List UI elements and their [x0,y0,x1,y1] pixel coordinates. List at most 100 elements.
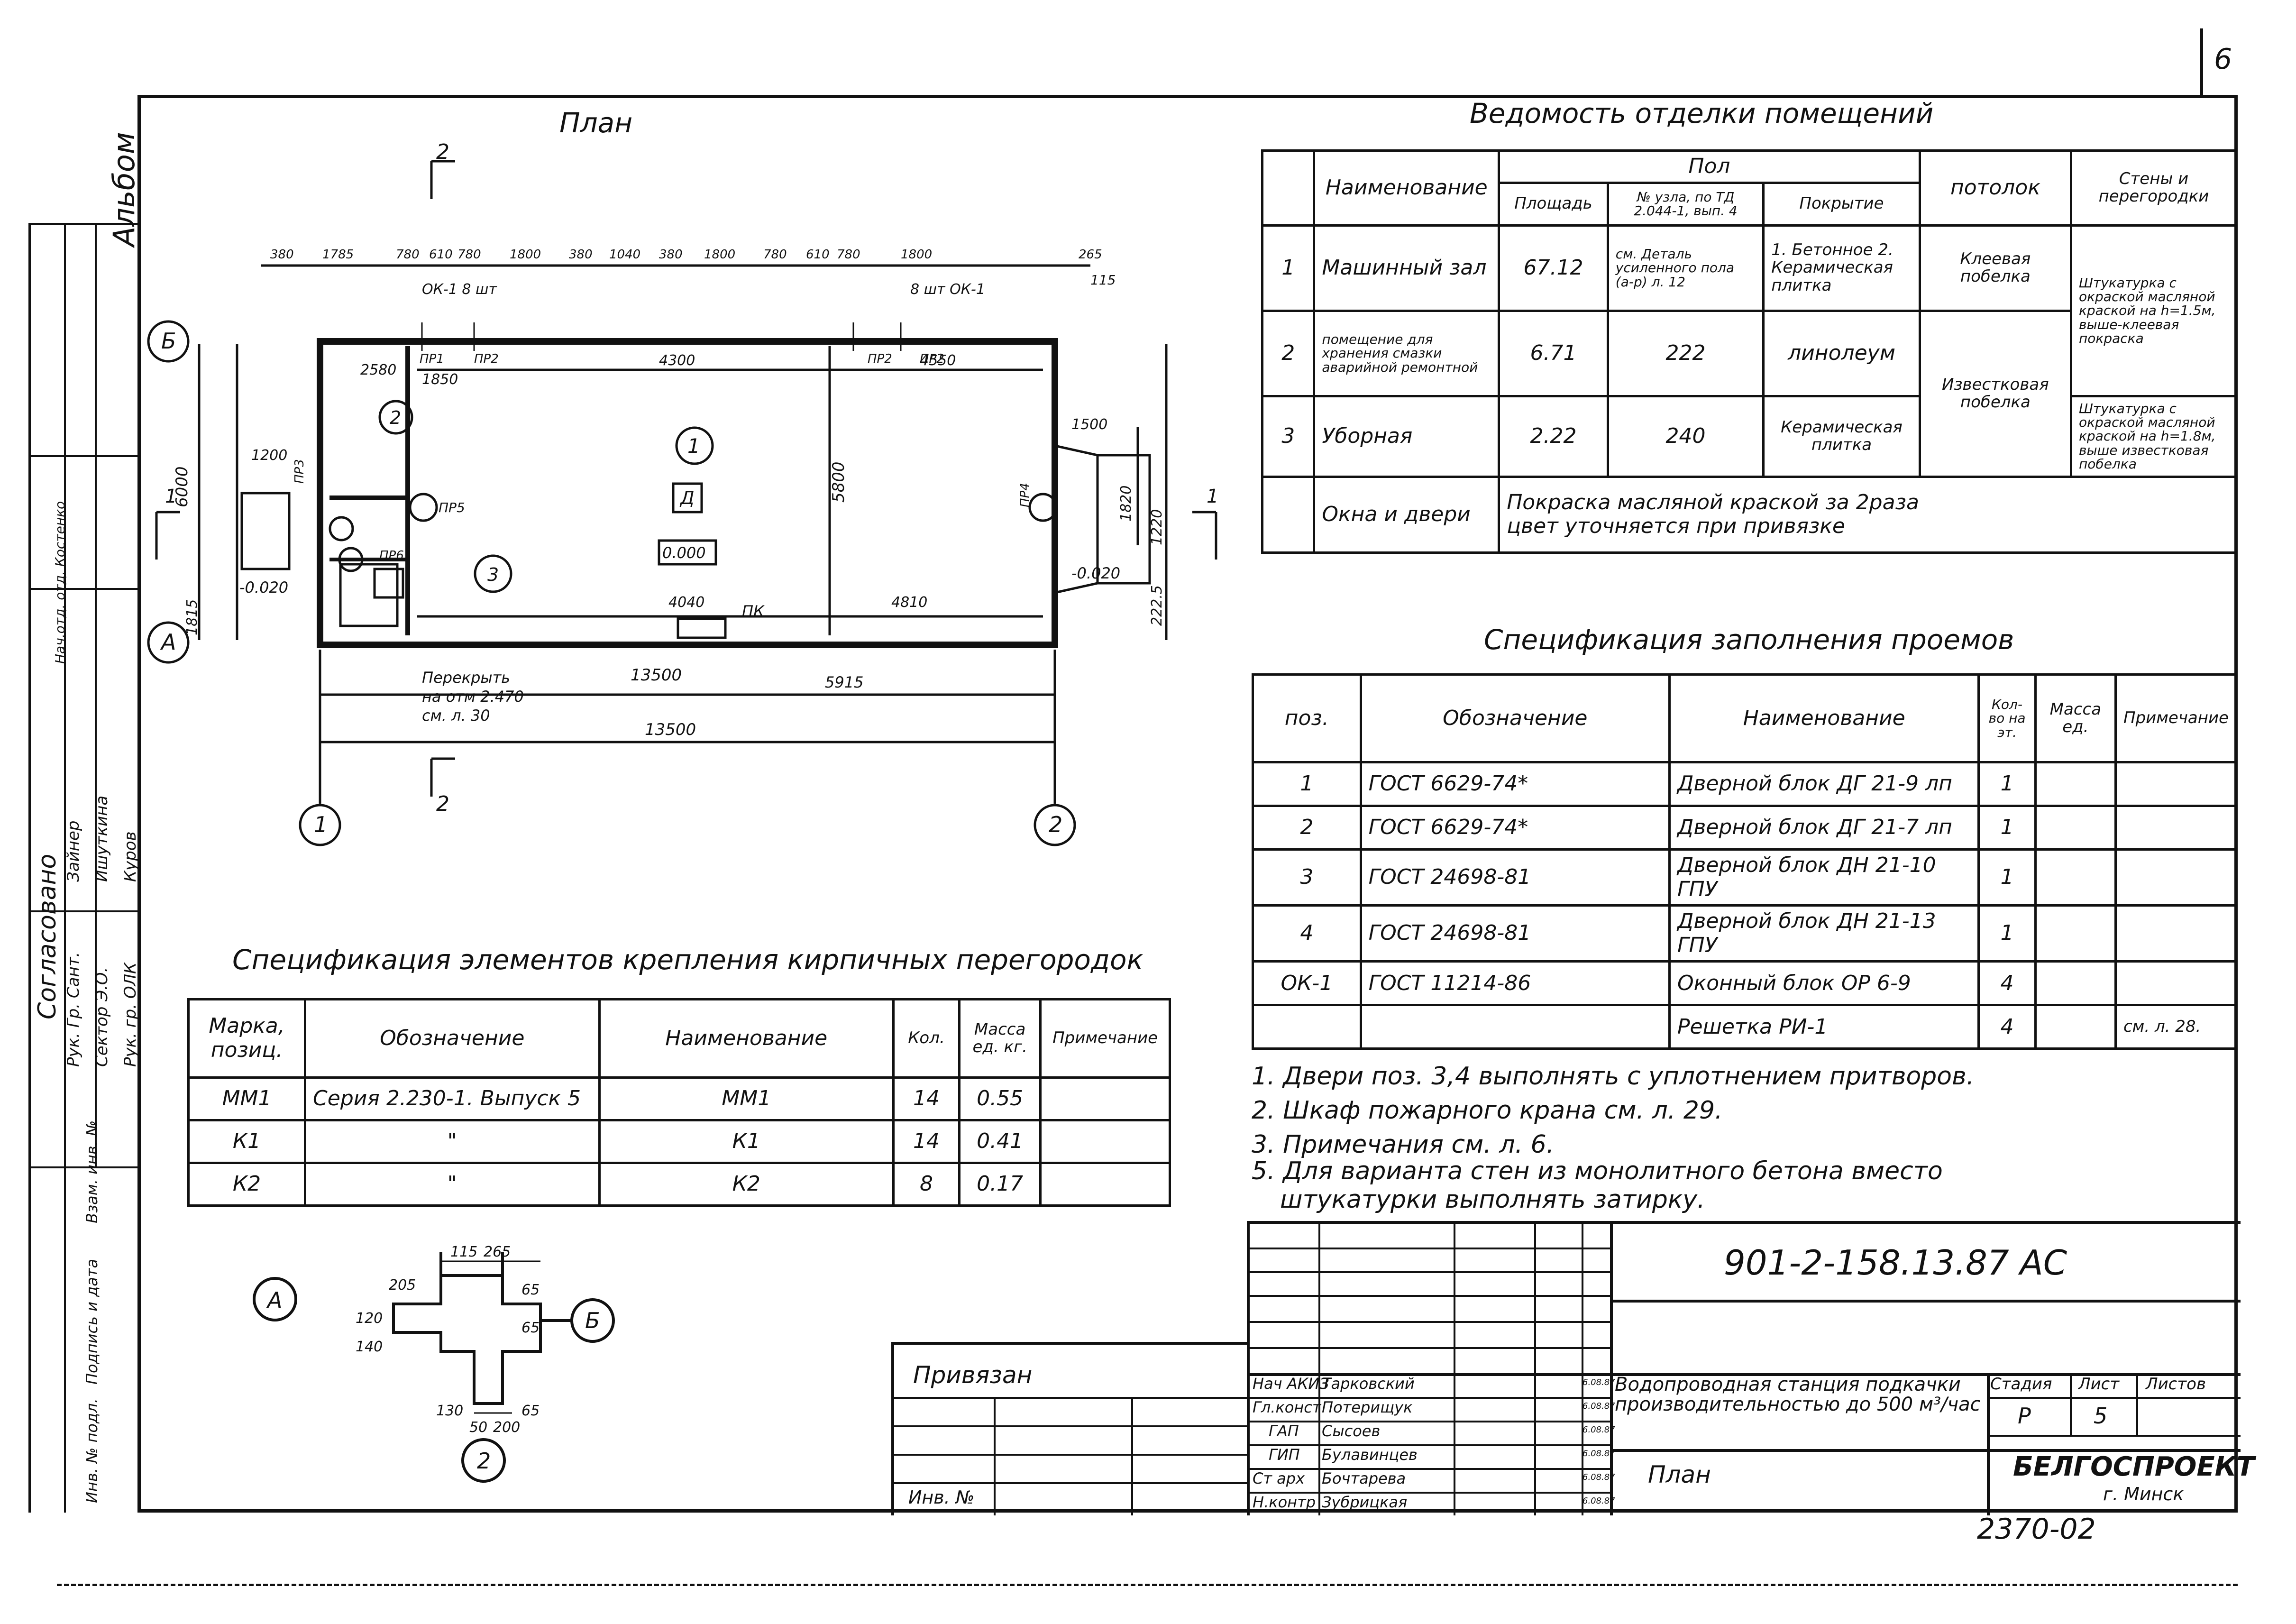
note-1: 1. Двери поз. 3,4 выполнять с уплотнение… [1252,1062,1975,1091]
side-name-3: Куров [121,831,140,882]
finish-row: 3 Уборная 2.22 240 Керамическая плитка Ш… [1261,395,2238,478]
side-name-1: Зайнер [64,820,83,882]
partition-table-title: Спецификация элементов крепления кирпичн… [232,944,1143,976]
open-h-designation: Обозначение [1359,673,1671,763]
stamp-name-5: Зубрицкая [1322,1493,1408,1511]
stamp-date-5: 6.08.87 [1583,1496,1615,1506]
privyazan-label: Привязан [913,1361,1033,1389]
stamp-stage: Р [2018,1403,2031,1429]
side-name-2: Ишуткина [92,795,111,882]
part-h-qty: Кол. [892,998,961,1079]
dim-4300: 4300 [659,352,695,369]
perekryt-3: см. л. 30 [422,706,490,725]
stamp-sheet-name: План [1648,1461,1711,1488]
dim-5800: 5800 [829,461,848,503]
dim-1200: 1200 [251,447,287,464]
dim-1820: 1820 [1118,486,1134,522]
dim-115: 115 [1090,272,1116,288]
open-h-note: Примечание [2114,673,2238,763]
stamp-name-0: Тарковский [1322,1375,1415,1393]
dim-2225: 222.5 [1149,585,1165,626]
node-label-2: 2 [477,1448,491,1474]
node-label-a: А [266,1287,282,1313]
dim-4810: 4810 [891,594,927,611]
partition-table: Марка, позиц. Обозначение Наименование К… [187,998,1171,1207]
drawing-number: 2370-02 [1977,1513,2096,1546]
part-h-name: Наименование [598,998,895,1079]
room-2-number: 2 [390,407,401,428]
svg-text:65: 65 [521,1282,540,1298]
stamp-city: г. Минск [2103,1484,2184,1505]
dim-1500: 1500 [1071,416,1107,433]
dim-1815: 1815 [184,599,201,635]
stamp-name-3: Булавинцев [1322,1446,1418,1464]
stamp-role-3: ГИП [1269,1446,1300,1464]
plan-section-top: 2 [436,142,449,164]
finish-h-name: Наименование [1313,149,1500,227]
finish-h-cover: Покрытие [1762,181,1921,227]
finish-row: 1 Машинный зал 67.12 см. Деталь усиленно… [1261,224,2238,397]
stamp-role-1: Гл.конст [1253,1398,1321,1416]
stamp-name-4: Бочтарева [1322,1469,1406,1487]
room-1-number: 1 [687,434,700,458]
dim-top-3: 610 [429,248,453,262]
svg-text:50: 50 [469,1419,487,1436]
note-2: 2. Шкаф пожарного крана см. л. 29. [1252,1096,1723,1125]
level-zero: 0.000 [662,544,706,562]
stamp-role-0: Нач АКИЗ [1253,1375,1329,1393]
side-soglasovano: Согласовано [33,853,62,1019]
node-label-b: Б [585,1308,600,1333]
axis-2-label: 2 [1049,812,1062,837]
finish-h-walls: Стены и перегородки [2069,149,2238,227]
finish-h-floor: Пол [1498,149,1921,184]
node-detail: А Б 2 115 265 65 65 205 130 50 200 140 1… [253,1244,615,1483]
part-h-mark: Марка, позиц. [187,998,307,1079]
plan-section-bottom: 2 [436,792,449,816]
axis-a-label: А [160,629,176,655]
dim-top-7: 1040 [609,248,640,262]
side-stamp-col-2 [62,223,97,1166]
axis-1-label: 1 [314,812,328,837]
dim-top-12: 780 [837,248,860,262]
note-3: 3. Примечания см. л. 6. [1252,1130,1555,1159]
side-stamp [28,95,140,1513]
side-role-2: Рук. гр. ОЛК [121,962,140,1067]
sheet-number-box [2200,28,2241,95]
stamp-role-4: Ст арх [1253,1469,1305,1487]
sheet-number: 6 [2214,43,2232,76]
stamp-sheet-h: Лист [2078,1375,2120,1394]
svg-text:120: 120 [356,1310,383,1327]
mark-d: Д [679,487,695,508]
stamp-sheet: 5 [2094,1403,2108,1429]
open-h-pos: поз. [1252,673,1362,763]
pr4-label: ПР4 [1018,483,1032,507]
stamp-date-3: 6.08.87 [1583,1449,1615,1459]
stamp-date-4: 6.08.87 [1583,1472,1615,1482]
svg-text:205: 205 [389,1277,416,1294]
pr5-label: ПР5 [439,500,465,515]
stamp-role-2: ГАП [1269,1422,1299,1440]
section-1-left: 1 [165,486,177,507]
svg-text:130: 130 [436,1403,463,1419]
dim-13500: 13500 [645,720,696,739]
side-vert-1: Инв. № подл. [83,1398,101,1503]
finish-h-node: № узла, по ТД 2.044-1, вып. 4 [1606,181,1765,227]
svg-text:115: 115 [450,1244,477,1260]
finish-h-area: Площадь [1498,181,1609,227]
part-h-mass: Масса ед. кг. [958,998,1042,1079]
pr2-label-c: ПР2 [920,352,944,366]
part-h-note: Примечание [1039,998,1171,1079]
side-stamp-col-1 [28,223,66,1513]
stamp-date-1: 6.08.87 [1583,1401,1615,1411]
note-5: штукатурки выполнять затирку. [1280,1185,1705,1214]
floor-plan: 2 2 1 2 Б А 1 2 3 Д 0.000 -0.020 -0.020 … [147,142,1218,846]
room-3-number: 3 [487,564,499,585]
side-vert-4: Нач.отд. отд. Костенко [52,501,68,664]
note-4: 5. Для варианта стен из монолитного бето… [1252,1157,1943,1185]
pr3-label: ПР3 [293,459,307,484]
dim-top-10: 780 [763,248,787,262]
